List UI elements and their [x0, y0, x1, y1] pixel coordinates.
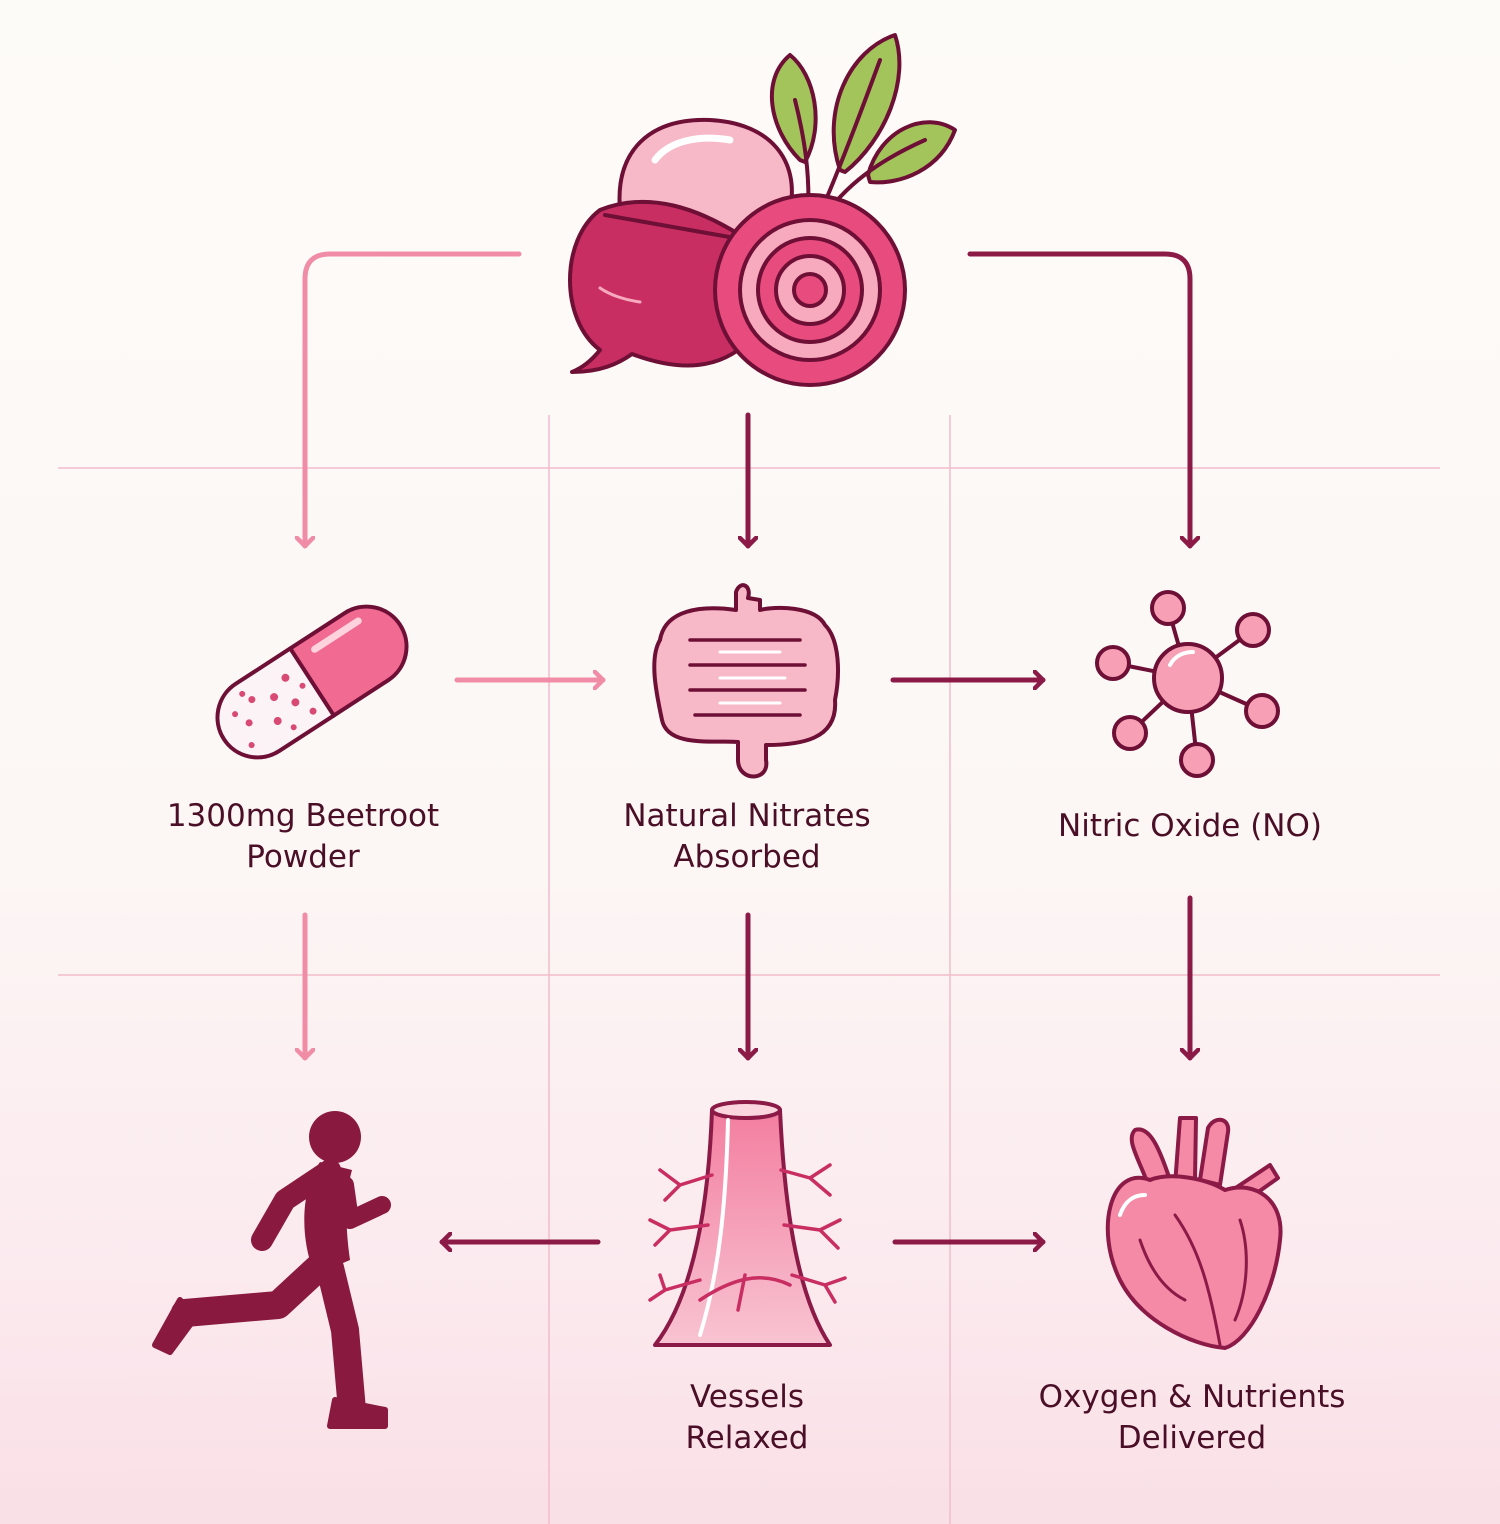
arrow-beet-to-no — [967, 251, 1190, 549]
label-nitrates-absorbed: Natural Nitrates Absorbed — [623, 798, 871, 875]
blood-vessel-icon — [648, 1100, 847, 1347]
label-beetroot-powder: 1300mg Beetroot Powder — [166, 798, 440, 875]
label-vessels-relaxed: Vessels Relaxed — [685, 1379, 809, 1456]
runner-icon — [152, 1111, 391, 1429]
arrow-beet-to-powder — [305, 251, 522, 549]
label-nitric-oxide: Nitric Oxide (NO) — [1058, 808, 1322, 844]
molecule-icon — [1095, 590, 1280, 778]
intestine-icon — [652, 583, 840, 779]
connectors — [305, 251, 1190, 1242]
label-oxygen-delivered: Oxygen & Nutrients Delivered — [1038, 1379, 1346, 1456]
heart-icon — [1105, 1116, 1283, 1350]
capsule-icon — [215, 604, 409, 760]
beetroot-capsule-icon — [568, 33, 957, 387]
